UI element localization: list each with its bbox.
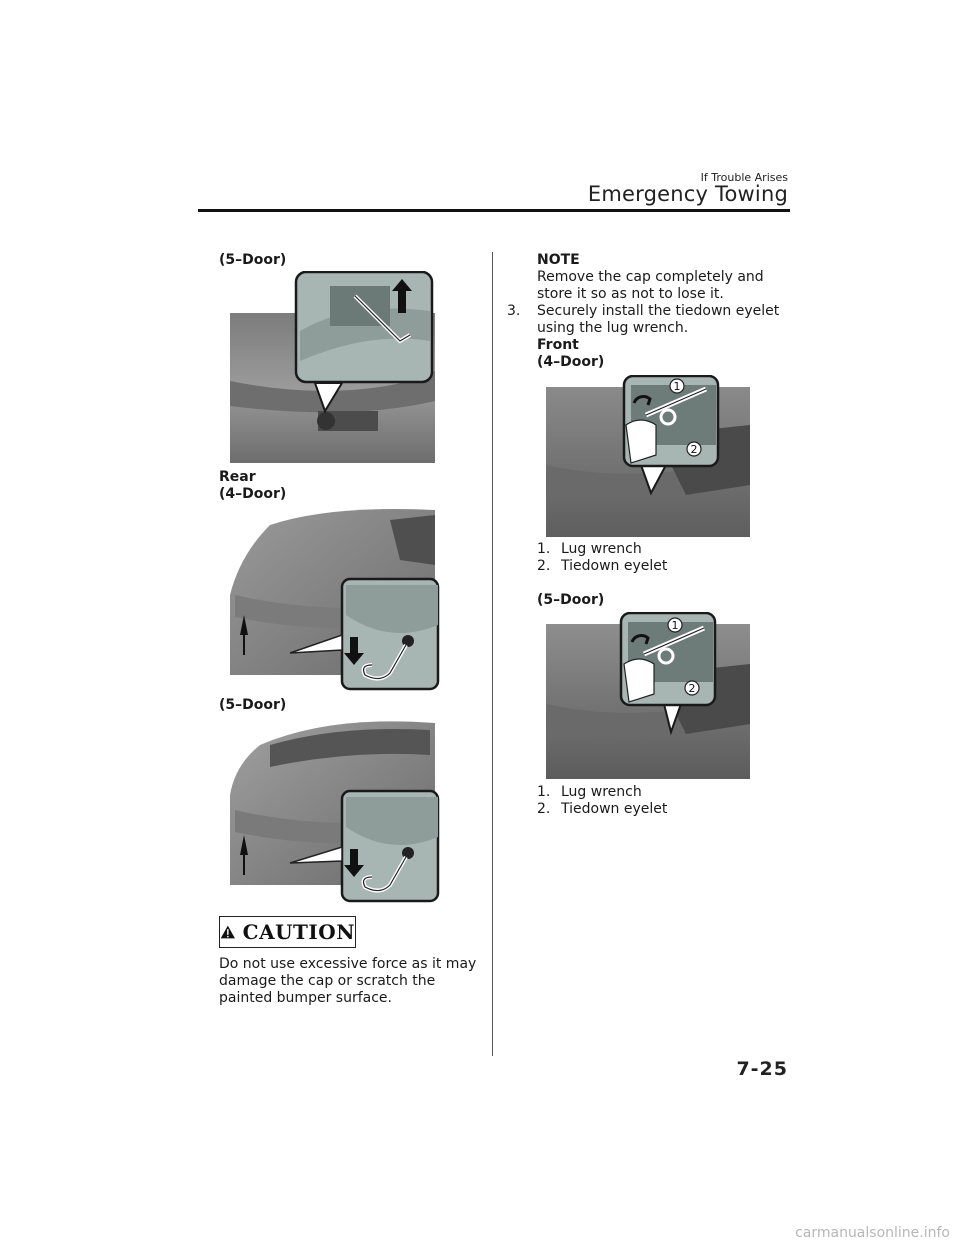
label-front: Front (537, 337, 579, 353)
figure-5door-rear-cap (230, 715, 440, 905)
step-3-number: 3. (507, 303, 521, 319)
label-4door-front: (4–Door) (537, 354, 605, 370)
step-3-text-line-1: Securely install the tiedown eyelet (537, 303, 780, 319)
caution-label: CAUTION (242, 920, 355, 944)
callout-2-marker: 2 (684, 680, 700, 696)
caution-text-line-3: painted bumper surface. (219, 990, 392, 1006)
label-4door-rear: (4–Door) (219, 486, 287, 502)
svg-text:2: 2 (691, 443, 698, 456)
figure-4door-install-eyelet: 1 2 (546, 375, 750, 537)
caution-text-line-1: Do not use excessive force as it may (219, 956, 477, 972)
label-5door-front: (5–Door) (219, 252, 287, 268)
list-4door-num-2: 2. (537, 558, 551, 574)
note-label: NOTE (537, 252, 580, 268)
list-5door-item-1: Lug wrench (561, 784, 642, 800)
figure-5door-install-eyelet: 1 2 (546, 612, 750, 779)
warning-triangle-icon (220, 925, 235, 939)
callout-1-marker: 1 (667, 617, 683, 633)
header-rule (198, 209, 790, 212)
watermark: carmanualsonline.info (795, 1225, 950, 1241)
note-text-line-2: store it so as not to lose it. (537, 286, 724, 302)
svg-text:2: 2 (689, 682, 696, 695)
label-5door-front-install: (5–Door) (537, 592, 605, 608)
svg-text:1: 1 (672, 619, 679, 632)
page-number: 7-25 (736, 1058, 788, 1080)
label-rear: Rear (219, 469, 256, 485)
figure-4door-rear-cap (230, 505, 440, 693)
svg-text:1: 1 (674, 380, 681, 393)
callout-2-marker: 2 (686, 441, 702, 457)
list-5door-num-1: 1. (537, 784, 551, 800)
caution-box: CAUTION (219, 916, 356, 948)
list-4door-item-1: Lug wrench (561, 541, 642, 557)
list-5door-num-2: 2. (537, 801, 551, 817)
list-4door-num-1: 1. (537, 541, 551, 557)
step-3-text-line-2: using the lug wrench. (537, 320, 689, 336)
label-5door-rear: (5–Door) (219, 697, 287, 713)
page-title: Emergency Towing (587, 182, 788, 206)
list-5door-item-2: Tiedown eyelet (561, 801, 668, 817)
callout-1-marker: 1 (669, 378, 685, 394)
column-divider (492, 252, 493, 1056)
list-4door-item-2: Tiedown eyelet (561, 558, 668, 574)
caution-text-line-2: damage the cap or scratch the (219, 973, 436, 989)
figure-5door-front-cap (230, 271, 435, 463)
note-text-line-1: Remove the cap completely and (537, 269, 764, 285)
section-label: If Trouble Arises (700, 171, 788, 184)
